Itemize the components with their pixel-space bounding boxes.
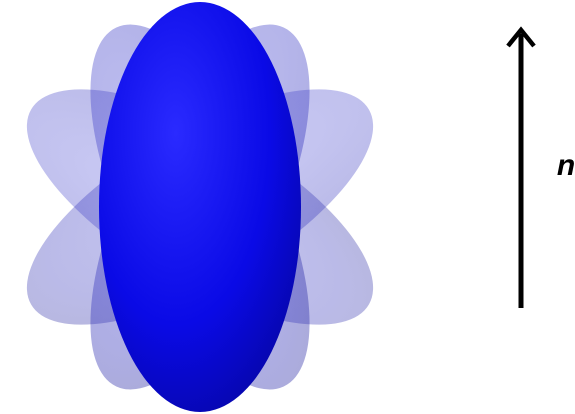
director-arrow: [508, 30, 534, 308]
director-label: n: [557, 151, 575, 181]
central-ellipsoid: [99, 2, 301, 412]
